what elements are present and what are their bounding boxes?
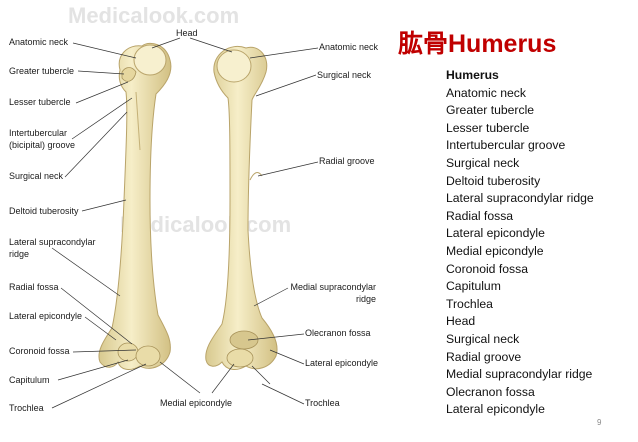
leader-lines <box>51 37 319 409</box>
label-deltoid-tuberosity: Deltoid tuberosity <box>9 206 79 216</box>
label-surgical-neck-left: Surgical neck <box>9 171 64 181</box>
label-coronoid-fossa: Coronoid fossa <box>9 346 70 356</box>
label-lateral-supracondylar-line2: ridge <box>9 249 30 259</box>
term-item: Trochlea <box>446 296 493 311</box>
label-medial-epicondyle: Medial epicondyle <box>160 398 233 408</box>
label-lateral-epicondyle-left: Lateral epicondyle <box>9 311 83 321</box>
term-item: Surgical neck <box>446 155 520 170</box>
label-medial-supracondylar-line1: Medial supracondylar <box>290 282 376 292</box>
label-olecranon-fossa: Olecranon fossa <box>305 328 371 338</box>
label-anatomic-neck-left: Anatomic neck <box>9 37 69 47</box>
label-intertubercular-line1: Intertubercular <box>9 128 68 138</box>
watermark-top: Medicalook.com <box>68 3 240 28</box>
term-item: Surgical neck <box>446 331 520 346</box>
label-capitulum: Capitulum <box>9 375 50 385</box>
term-item: Lateral supracondylar ridge <box>446 191 594 206</box>
term-item: Deltoid tuberosity <box>446 173 541 188</box>
label-intertubercular-line2: (bicipital) groove <box>9 140 76 150</box>
term-item: Lesser tubercle <box>446 120 530 135</box>
term-item: Lateral epicondyle <box>446 402 545 417</box>
term-item: Coronoid fossa <box>446 261 528 276</box>
label-head: Head <box>176 28 198 38</box>
label-surgical-neck-right: Surgical neck <box>317 70 372 80</box>
term-item: Medial supracondylar ridge <box>446 367 593 382</box>
term-item: Capitulum <box>446 279 501 294</box>
term-list: Humerus Anatomic neck Greater tubercle L… <box>446 67 594 419</box>
term-list-header: Humerus <box>446 68 499 82</box>
label-trochlea-right: Trochlea <box>305 398 340 408</box>
term-item: Greater tubercle <box>446 103 535 118</box>
term-item: Intertubercular groove <box>446 138 566 153</box>
term-item: Anatomic neck <box>446 85 526 100</box>
humerus-figure: Medicalook.com Medicalook.com <box>9 3 379 413</box>
term-item: Radial groove <box>446 349 522 364</box>
term-item: Olecranon fossa <box>446 384 535 399</box>
term-item: Head <box>446 314 476 329</box>
term-item: Lateral epicondyle <box>446 226 545 241</box>
label-greater-tubercle: Greater tubercle <box>9 66 75 76</box>
posterior-humerus <box>205 46 278 370</box>
label-medial-supracondylar-line2: ridge <box>355 294 376 304</box>
label-radial-groove: Radial groove <box>319 156 375 166</box>
label-lateral-epicondyle-right: Lateral epicondyle <box>305 358 379 368</box>
term-item: Medial epicondyle <box>446 243 544 258</box>
anterior-humerus <box>98 42 172 370</box>
label-trochlea-left: Trochlea <box>9 403 44 413</box>
label-lateral-supracondylar-line1: Lateral supracondylar <box>9 237 96 247</box>
label-anatomic-neck-right: Anatomic neck <box>319 42 379 52</box>
term-item: Radial fossa <box>446 208 514 223</box>
label-radial-fossa: Radial fossa <box>9 282 59 292</box>
label-lesser-tubercle: Lesser tubercle <box>9 97 71 107</box>
page-number: 9 <box>597 418 602 427</box>
slide-title: 肱骨Humerus <box>398 30 557 58</box>
humerus-illustration <box>51 37 319 409</box>
